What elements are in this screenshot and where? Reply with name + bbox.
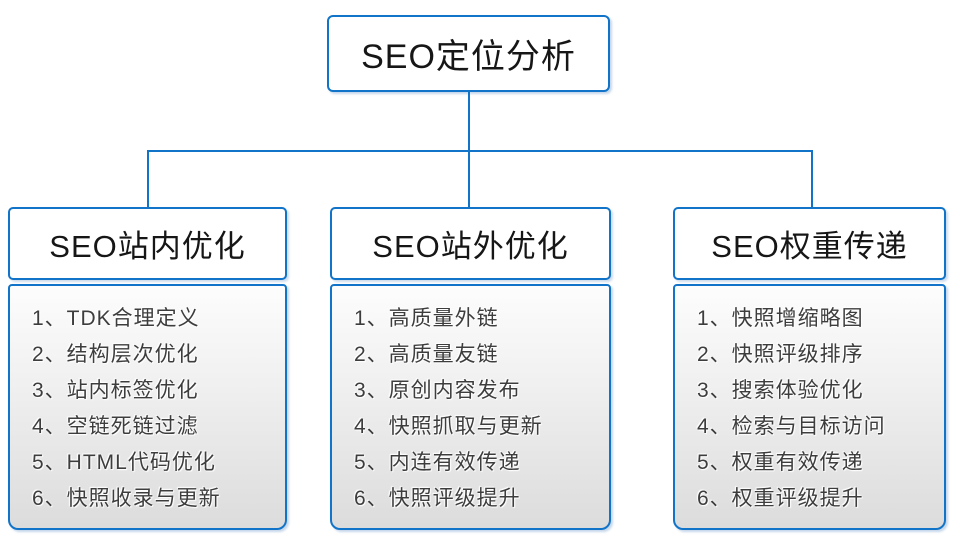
root-node-seo-positioning: SEO定位分析 — [327, 15, 610, 92]
list-item: 4、空链死链过滤 — [32, 415, 199, 438]
branch-list: 1、快照增缩略图 2、快照评级排序 3、搜索体验优化 4、检索与目标访问 5、权… — [673, 284, 946, 530]
list-item: 3、站内标签优化 — [32, 379, 199, 402]
list-item: 5、HTML代码优化 — [32, 451, 216, 474]
connector-drop-branch-1 — [147, 150, 149, 207]
list-item: 5、权重有效传递 — [697, 451, 864, 474]
branch-title: SEO站外优化 — [372, 229, 569, 264]
branch-list: 1、高质量外链 2、高质量友链 3、原创内容发布 4、快照抓取与更新 5、内连有… — [330, 284, 611, 530]
branch-title: SEO站内优化 — [49, 229, 246, 264]
list-item: 1、高质量外链 — [354, 307, 499, 330]
branch-weight-transfer: SEO权重传递 1、快照增缩略图 2、快照评级排序 3、搜索体验优化 4、检索与… — [673, 207, 946, 530]
list-item: 2、结构层次优化 — [32, 343, 199, 366]
list-item: 6、快照收录与更新 — [32, 487, 221, 510]
list-item: 2、快照评级排序 — [697, 343, 864, 366]
connector-drop-branch-2 — [468, 150, 470, 207]
list-item: 1、TDK合理定义 — [32, 307, 200, 330]
branch-offsite-optimization: SEO站外优化 1、高质量外链 2、高质量友链 3、原创内容发布 4、快照抓取与… — [330, 207, 611, 530]
branch-header: SEO权重传递 — [673, 207, 946, 280]
list-item: 3、搜索体验优化 — [697, 379, 864, 402]
branch-header: SEO站外优化 — [330, 207, 611, 280]
list-item: 3、原创内容发布 — [354, 379, 521, 402]
branch-onsite-optimization: SEO站内优化 1、TDK合理定义 2、结构层次优化 3、站内标签优化 4、空链… — [8, 207, 287, 530]
list-item: 4、检索与目标访问 — [697, 415, 886, 438]
list-item: 6、快照评级提升 — [354, 487, 521, 510]
connector-horizontal-bar — [147, 150, 813, 152]
connector-root-stem — [468, 92, 470, 151]
list-item: 2、高质量友链 — [354, 343, 499, 366]
connector-drop-branch-3 — [811, 150, 813, 207]
list-item: 1、快照增缩略图 — [697, 307, 864, 330]
root-node-title: SEO定位分析 — [361, 38, 576, 76]
list-item: 6、权重评级提升 — [697, 487, 864, 510]
branch-list: 1、TDK合理定义 2、结构层次优化 3、站内标签优化 4、空链死链过滤 5、H… — [8, 284, 287, 530]
list-item: 5、内连有效传递 — [354, 451, 521, 474]
list-item: 4、快照抓取与更新 — [354, 415, 543, 438]
branch-title: SEO权重传递 — [711, 229, 908, 264]
branch-header: SEO站内优化 — [8, 207, 287, 280]
